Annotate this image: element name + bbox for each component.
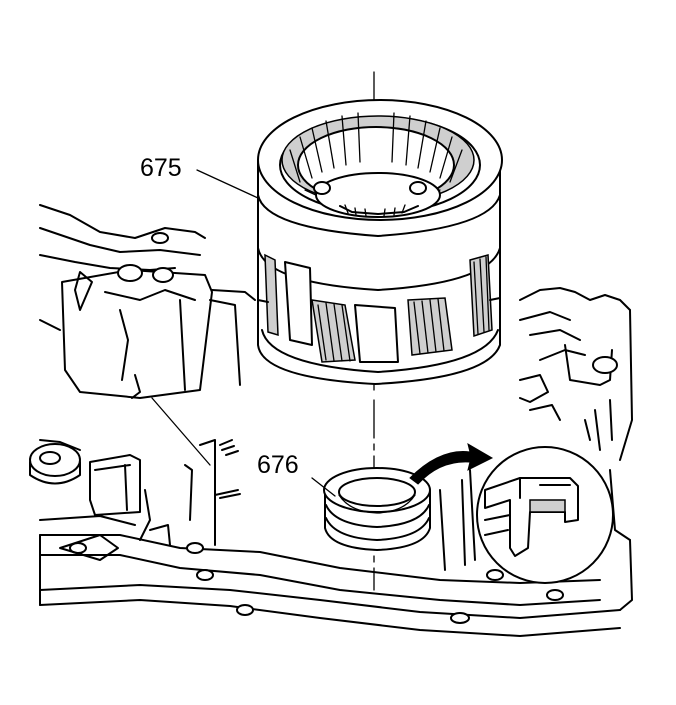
- callout-676: 676: [257, 451, 336, 497]
- case-lower-flange: [39, 524, 621, 637]
- ring-gear-675: [257, 99, 503, 385]
- callout-leader-675: [196, 169, 259, 199]
- ring-gear-hub: [313, 172, 441, 218]
- case-left-blocks: [39, 454, 151, 541]
- detail-arrow: [409, 442, 494, 485]
- case-center-bracket: [184, 439, 241, 546]
- thrust-bearing-676: [323, 467, 431, 551]
- callout-leader-676: [311, 477, 336, 497]
- case-upper-left-casting: [39, 204, 256, 399]
- callout-label-675: 675: [140, 154, 182, 182]
- callout-label-676: 676: [257, 451, 299, 479]
- detail-inset-circle: [409, 442, 614, 584]
- case-bolt-boss: [29, 443, 81, 485]
- transmission-case: [29, 204, 633, 637]
- callout-675: 675: [140, 154, 259, 199]
- case-leader-line: [151, 397, 211, 466]
- ring-gear-helical-teeth: [257, 253, 501, 363]
